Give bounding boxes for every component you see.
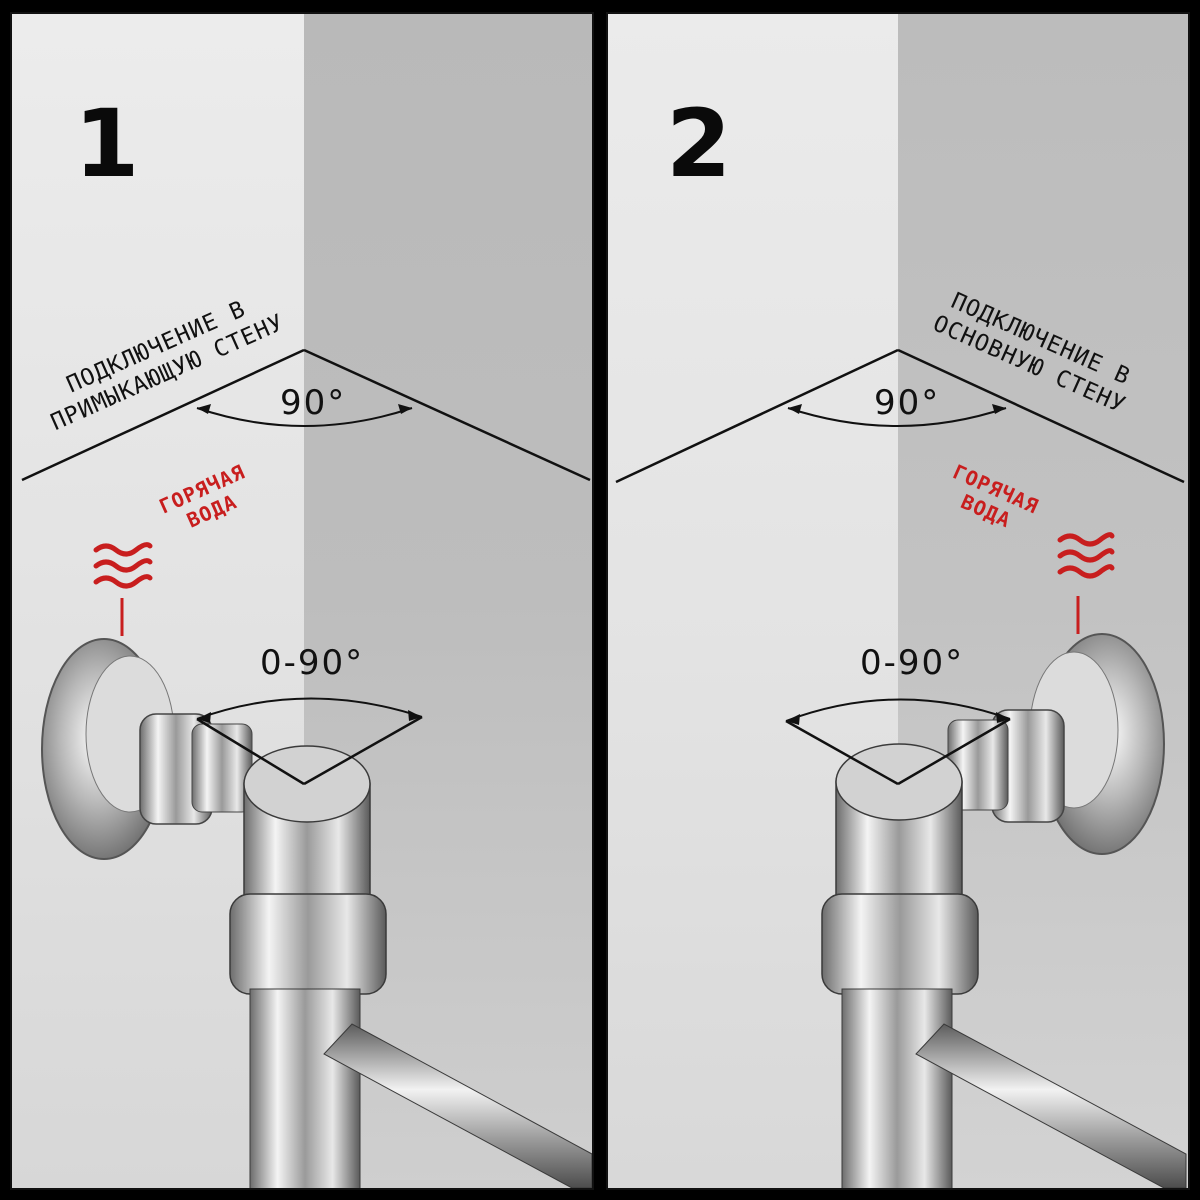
vertical-pipe <box>249 988 361 1188</box>
hot-water-wave-icon <box>1057 532 1115 579</box>
panel-main-wall: 2 ПОДКЛЮЧЕНИЕ В ОСНОВНУЮ СТЕНУ 90° ГОРЯЧ… <box>606 12 1190 1190</box>
corner-line-left <box>615 348 899 484</box>
rotation-arc <box>785 698 1011 722</box>
rotation-range-label: 0-90° <box>860 643 965 683</box>
vertical-pipe <box>841 988 953 1188</box>
scene-drawing <box>615 348 1187 1188</box>
hot-water-wave-icon <box>93 542 153 589</box>
corner-line-left <box>21 348 305 482</box>
corner-angle-arc <box>196 407 413 427</box>
panel-adjacent-wall: 1 ПОДКЛЮЧЕНИЕ В ПРИМЫКАЮЩУЮ СТЕНУ 90° ГО… <box>10 12 594 1190</box>
scene-drawing <box>21 348 592 1188</box>
towel-rail-pipe <box>915 1023 1187 1188</box>
corner-angle-arc <box>787 407 1007 427</box>
corner-angle-label: 90° <box>874 383 941 423</box>
rotation-arc <box>196 697 423 720</box>
corner-line-right <box>897 348 1185 484</box>
panel-number: 1 <box>74 90 140 199</box>
towel-rail-pipe <box>323 1023 592 1188</box>
hex-nut <box>229 893 387 995</box>
rotation-range-label: 0-90° <box>260 643 365 683</box>
panel-number: 2 <box>666 90 732 199</box>
hex-nut <box>821 893 979 995</box>
corner-angle-label: 90° <box>280 383 347 423</box>
corner-line-right <box>303 348 591 482</box>
